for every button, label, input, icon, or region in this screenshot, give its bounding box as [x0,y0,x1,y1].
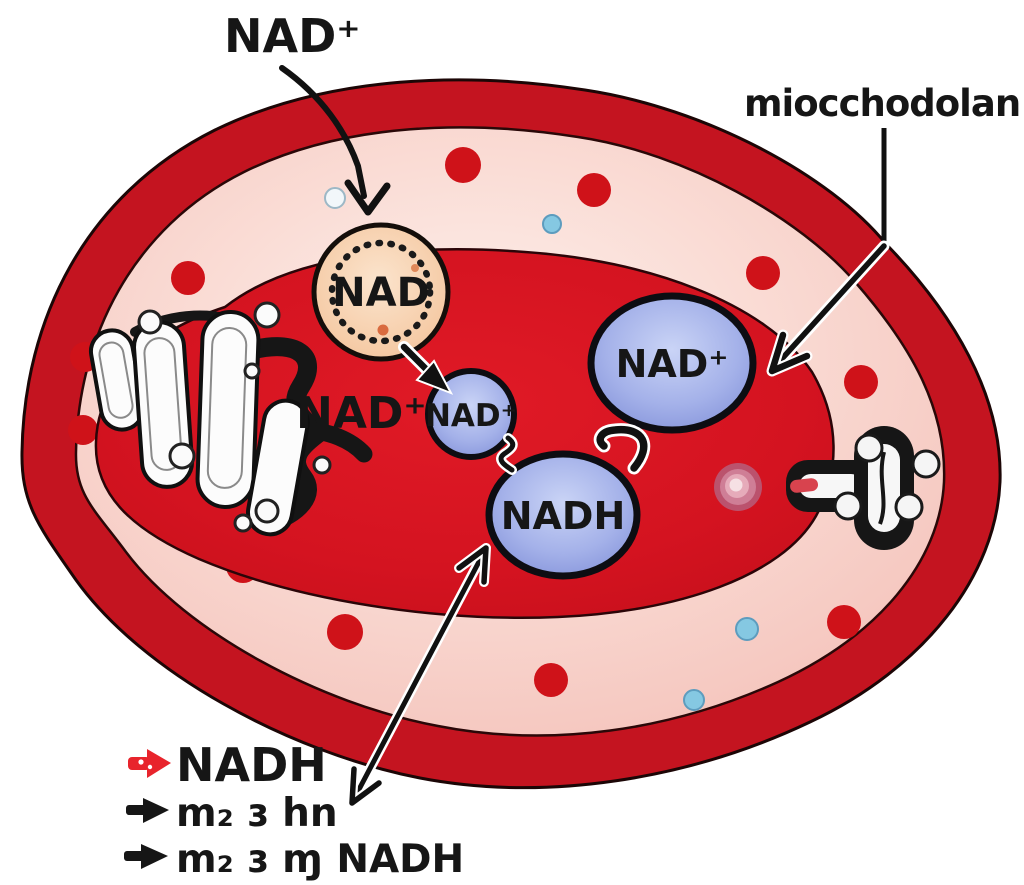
legend-red-arrow-icon [128,749,171,778]
nadh-molecule: NADH [485,450,641,580]
squiggle-connector [496,433,518,475]
dotted-ring [328,239,434,345]
legend-item-2: m₂ ɜ hn [176,791,338,836]
nad-plus-large-label: NAD⁺ [616,342,729,386]
nad-vesicle-label: NAD [332,270,430,316]
legend-black-arrow-icon-1 [126,798,169,823]
membrane-protein [786,426,941,550]
glow-organelle [714,463,762,511]
nad-plus-small-label: NAD⁺ [425,398,517,434]
nadh-double-arrow [347,543,491,808]
nad-plus-large-molecule: NAD⁺ [587,292,757,434]
cytoplasm-nad-label: NAD⁺ [296,388,427,439]
nad-plus-top-callout: NAD⁺ [224,9,361,63]
legend-item-3: m₂ ɜ ɱ NADH [176,837,464,882]
cytoplasm-white-vesicle [324,187,346,209]
cytoplasm-blue-granules [288,214,759,711]
legend-item-1: NADH [176,738,327,792]
er-golgi-structure [88,301,373,537]
legend-black-arrow-icon-2 [124,844,168,869]
nad-vesicle: NAD [311,222,451,362]
nad-top-callout-arrow [279,65,391,216]
nadh-label: NADH [501,494,626,538]
mitochondrion-callout-arrow [766,128,890,377]
nad-to-nadplus-arrow [398,341,454,395]
mitochondrion-callout: miocchodolan [744,82,1020,125]
er-vesicles [137,301,332,533]
legend: NADH m₂ ɜ hn m₂ ɜ ɱ NADH [124,738,464,882]
hook-arrow [593,423,651,475]
